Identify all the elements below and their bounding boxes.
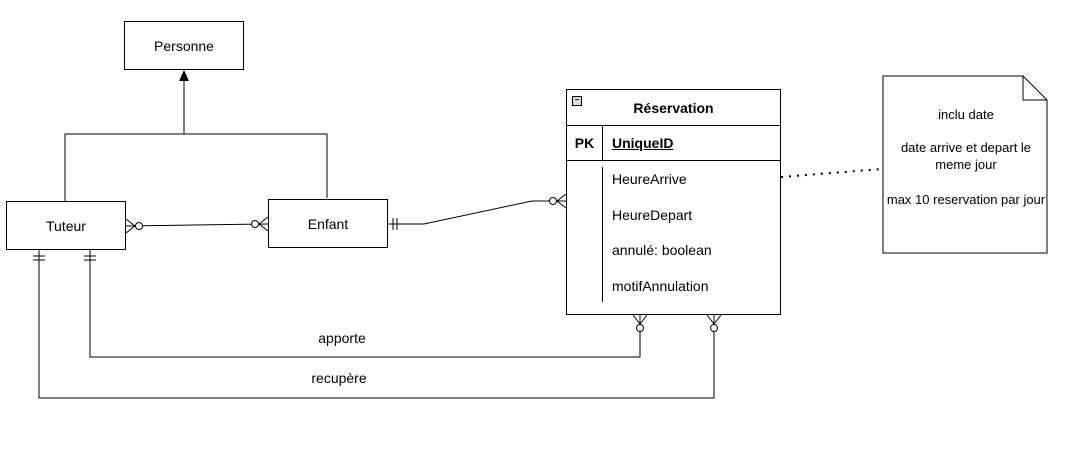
attribute-heure-depart: HeureDepart (612, 207, 693, 223)
relation-apporte-label: apporte (318, 330, 366, 346)
attribute-motif-annulation: motifAnnulation (612, 278, 709, 294)
pk-field: UniqueID (612, 135, 674, 151)
collapse-toggle-icon[interactable]: − (572, 96, 582, 106)
entity-tuteur[interactable]: Tuteur (6, 201, 126, 250)
note-line-3: max 10 reservation par jour (886, 192, 1046, 207)
entity-personne-label: Personne (154, 37, 214, 54)
attribute-heure-arrive: HeureArrive (612, 171, 687, 187)
attribute-divider (602, 167, 603, 302)
pk-label: PK (567, 126, 603, 160)
note-line-1: inclu date (938, 107, 994, 122)
entity-tuteur-label: Tuteur (46, 217, 86, 234)
tuteur-enfant-connector (125, 216, 269, 234)
inheritance-arrowhead (179, 70, 189, 81)
relation-recupere-label: recupère (311, 370, 367, 386)
entity-enfant[interactable]: Enfant (268, 199, 388, 248)
entity-enfant-label: Enfant (307, 215, 349, 232)
note-dotted-link (780, 168, 883, 178)
enfant-reservation-connector (388, 193, 567, 230)
recupere-connector (33, 250, 722, 399)
reservation-title: Réservation (633, 99, 714, 116)
apporte-connector (84, 250, 648, 358)
reservation-attributes: HeureArrive HeureDepart annulé: boolean … (567, 161, 780, 314)
note-shape[interactable] (882, 75, 1048, 254)
inheritance-connector (64, 80, 328, 201)
reservation-header: − Réservation (567, 90, 780, 126)
entity-personne[interactable]: Personne (124, 21, 244, 70)
note-line-2: date arrive et depart le meme jour (900, 140, 1032, 172)
attribute-annule: annulé: boolean (612, 242, 712, 258)
reservation-pk-row: PK UniqueID (567, 126, 780, 161)
entity-reservation[interactable]: − Réservation PK UniqueID HeureArrive He… (566, 89, 781, 315)
